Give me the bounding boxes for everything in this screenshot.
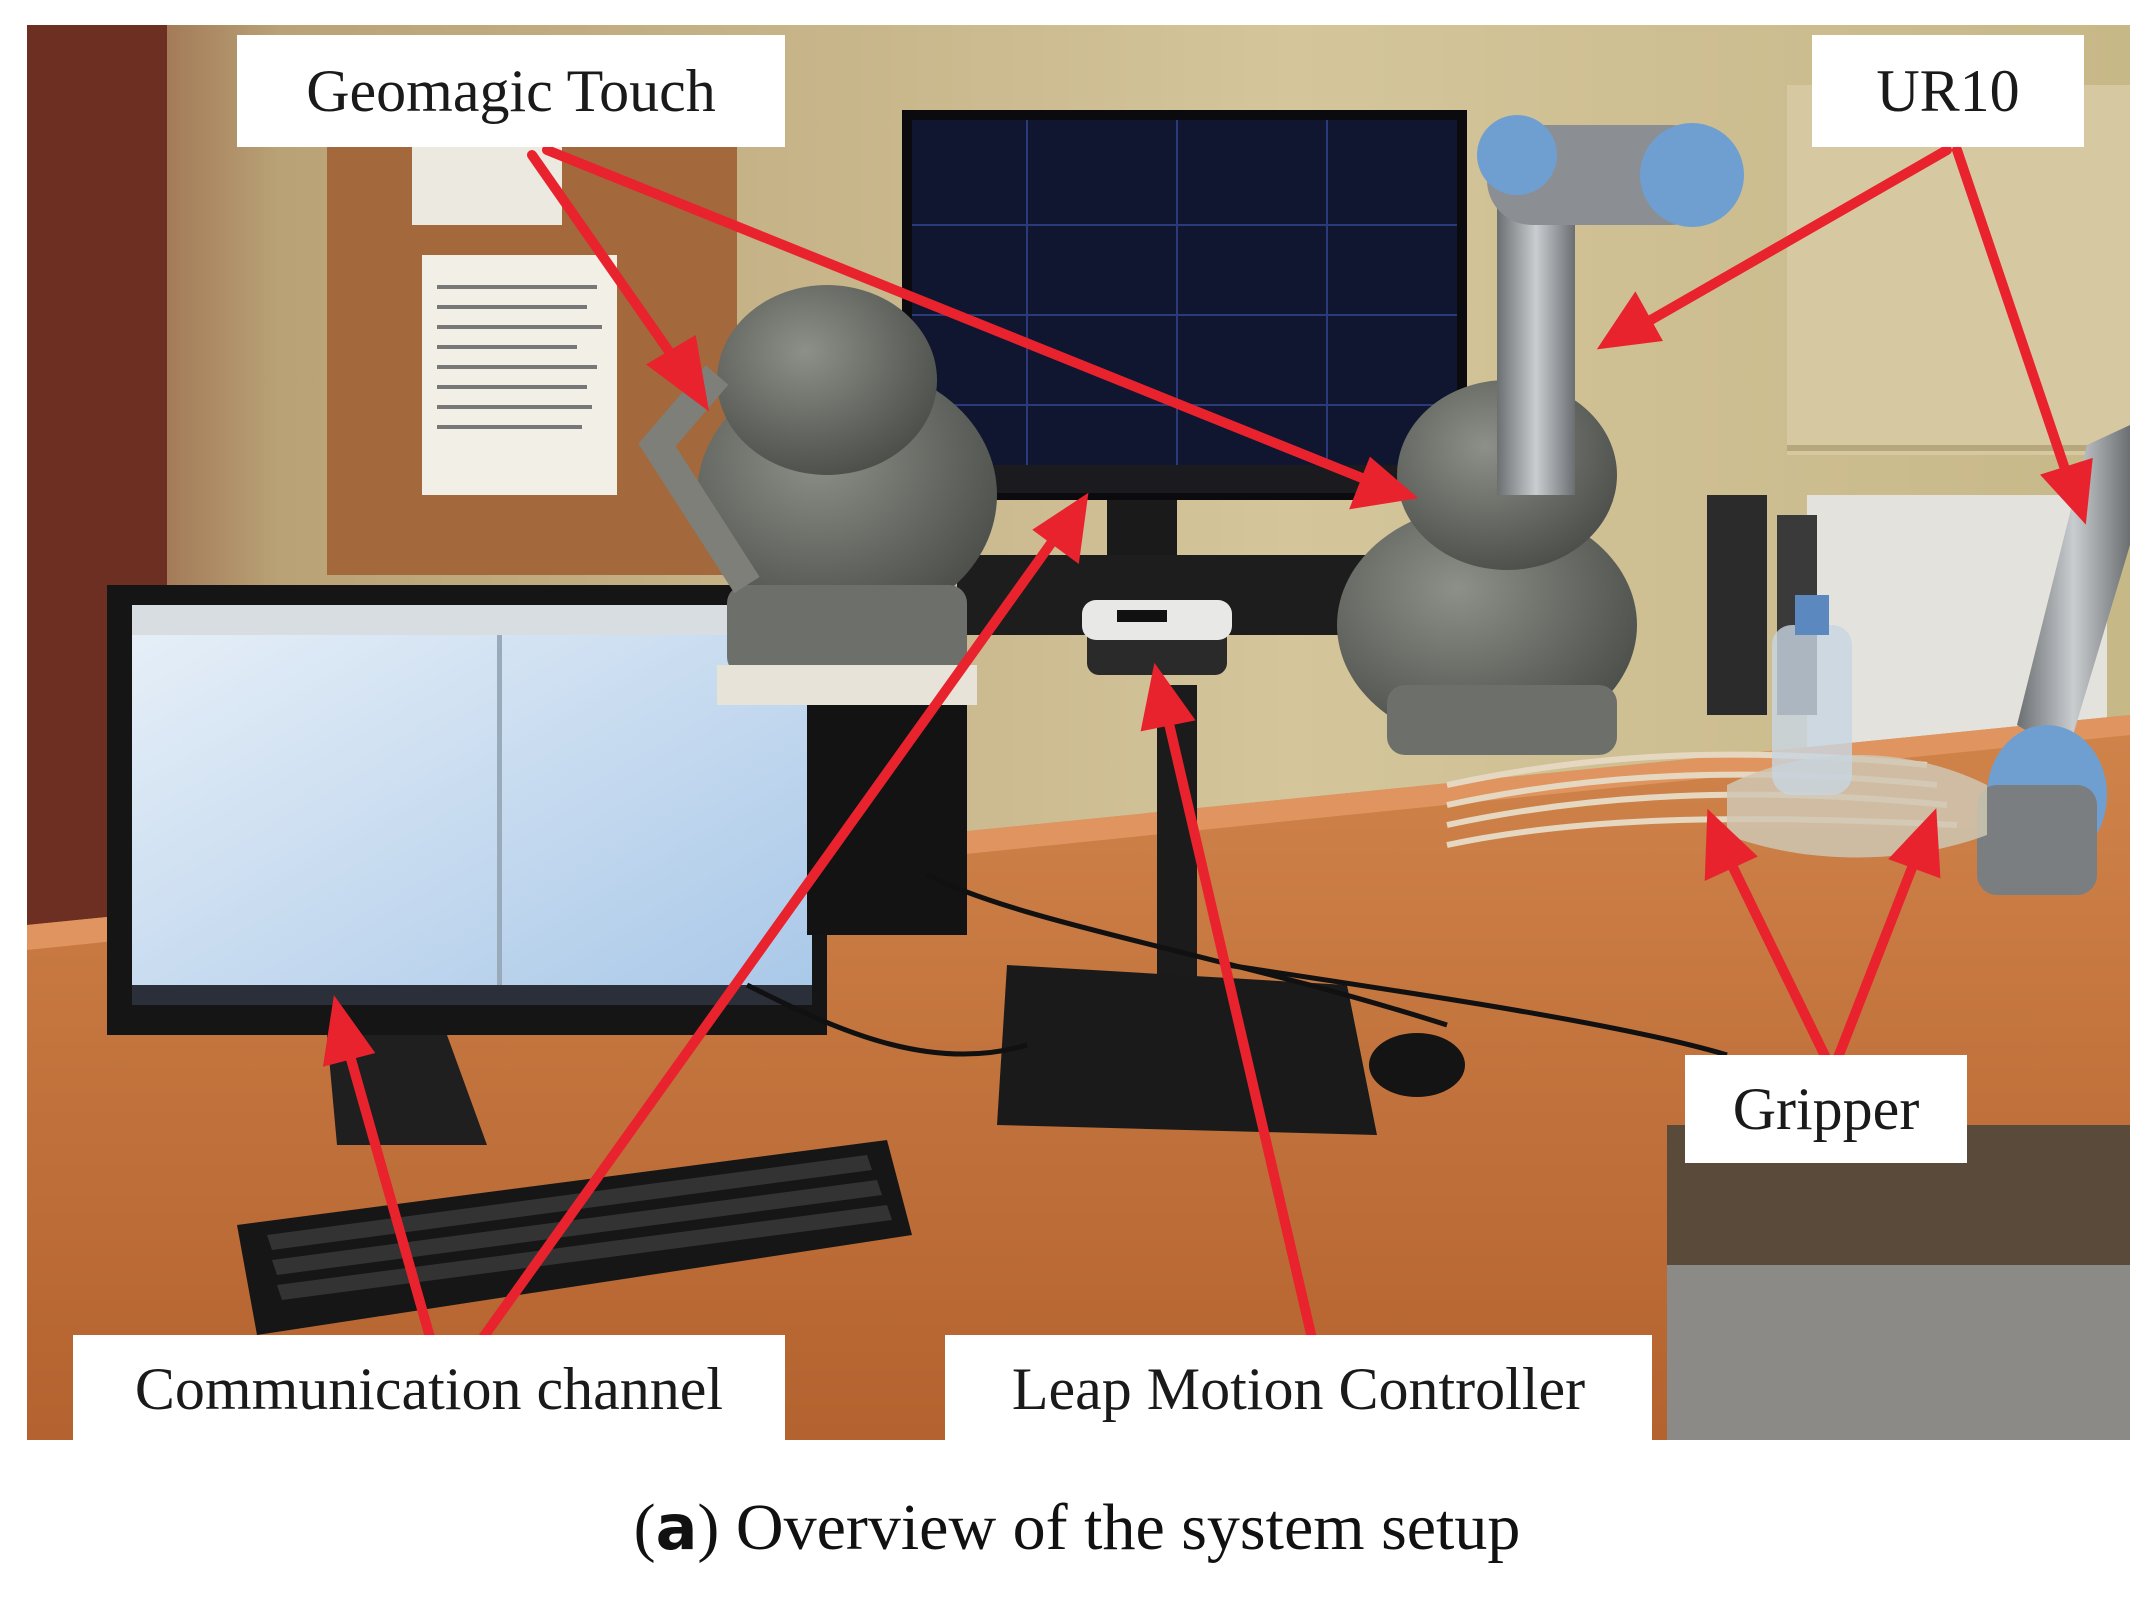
- label-ur10-text: UR10: [1876, 58, 2020, 124]
- figure-caption: (a) Overview of the system setup: [0, 1490, 2154, 1566]
- label-gripper: Gripper: [1685, 1055, 1967, 1163]
- annotation-arrows: [322, 145, 2093, 1365]
- label-leap-motion-controller-text: Leap Motion Controller: [1011, 1356, 1586, 1422]
- label-geomagic-touch: Geomagic Touch: [237, 35, 785, 147]
- keyboard: [237, 1140, 912, 1335]
- label-communication-channel: Communication channel: [73, 1335, 785, 1440]
- label-communication-channel-text: Communication channel: [134, 1356, 724, 1422]
- gripper: [1727, 755, 1987, 858]
- label-geomagic-touch-text: Geomagic Touch: [306, 58, 716, 124]
- label-gripper-text: Gripper: [1732, 1076, 1920, 1142]
- ur10-arm-link: [1497, 205, 1575, 495]
- caption-letter: a: [655, 1491, 698, 1564]
- label-leap-motion-controller: Leap Motion Controller: [945, 1335, 1652, 1440]
- caption-open-paren: (: [633, 1491, 656, 1564]
- caption-close-paren: ): [697, 1491, 720, 1564]
- caption-text: Overview of the system setup: [719, 1491, 1521, 1564]
- mouse: [1369, 1033, 1465, 1097]
- label-ur10: UR10: [1812, 35, 2084, 147]
- setup-photo: Geomagic Touch UR10 Gripper Communicatio…: [27, 25, 2130, 1440]
